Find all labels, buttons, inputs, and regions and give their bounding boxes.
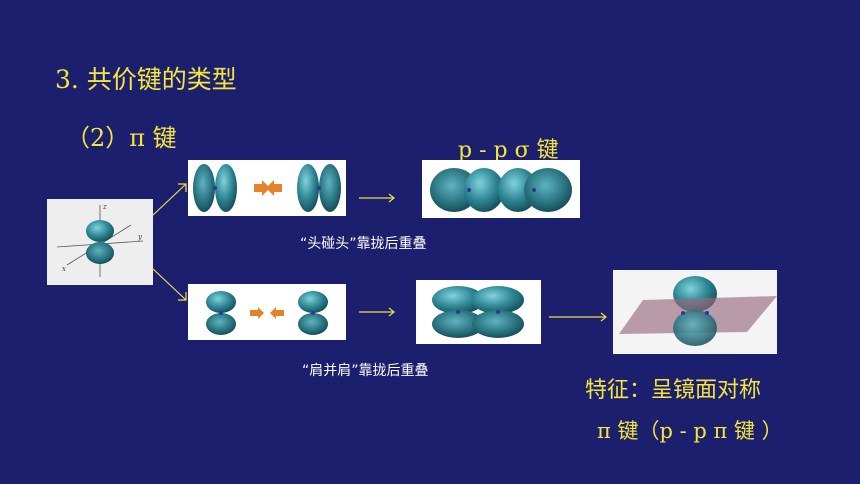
svg-text:x: x	[62, 265, 66, 273]
row2-arrow-1	[359, 307, 395, 317]
slide-subtitle: （2）π 键	[66, 124, 177, 152]
pi-overlap-image	[416, 280, 541, 344]
head-on-approach-image	[188, 160, 346, 216]
pi-bond-label: π 键（p - p π 键 ）	[597, 419, 783, 443]
head-on-caption: “头碰头”靠拢后重叠	[300, 236, 427, 252]
slide-title: 3. 共价键的类型	[55, 65, 237, 94]
branch-arrow-up	[151, 183, 187, 217]
mirror-plane-image	[613, 270, 777, 354]
svg-text:z: z	[102, 203, 107, 211]
feature-label: 特征：呈镜面对称	[585, 378, 762, 403]
p-orbital-axes-image: z y x	[47, 199, 153, 285]
branch-arrow-down	[151, 267, 187, 301]
side-by-side-caption: “肩并肩”靠拢后重叠	[302, 363, 429, 379]
row2-arrow-2	[549, 312, 607, 322]
row1-arrow	[359, 193, 395, 203]
svg-text:y: y	[137, 233, 143, 241]
sigma-overlap-image	[422, 160, 580, 218]
sigma-bond-label: p - p σ 键	[458, 138, 559, 163]
side-by-side-approach-image	[188, 284, 346, 340]
